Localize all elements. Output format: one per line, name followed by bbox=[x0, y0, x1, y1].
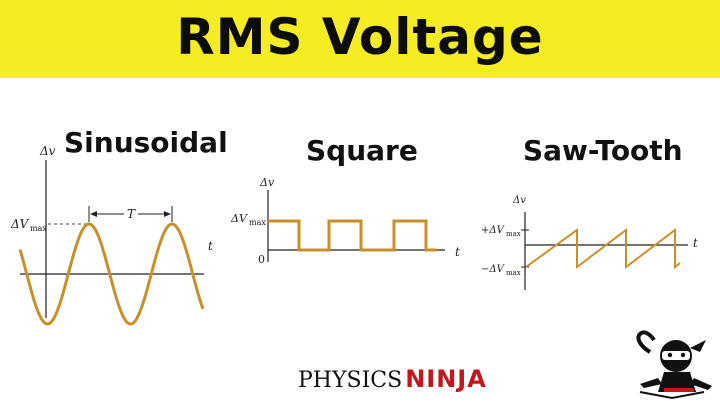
square-amplitude-sub: max bbox=[249, 218, 266, 227]
square-origin-label: 0 bbox=[258, 253, 265, 266]
sinusoidal-graph: Δv t ΔV max T bbox=[10, 144, 213, 326]
saw-neg-label: −ΔV bbox=[481, 264, 506, 275]
saw-t-label: t bbox=[693, 236, 698, 250]
square-wave bbox=[268, 219, 437, 252]
title-banner: RMS Voltage bbox=[0, 0, 720, 78]
sine-amplitude-sub: max bbox=[30, 224, 47, 233]
square-y-label: Δv bbox=[259, 176, 275, 189]
page-title: RMS Voltage bbox=[176, 8, 544, 66]
sawtooth-graph: Δv t +ΔV max −ΔV max bbox=[481, 195, 698, 290]
sawtooth-wave bbox=[525, 227, 681, 270]
square-graph: Δv t ΔV max 0 bbox=[230, 176, 460, 266]
square-title: Square bbox=[306, 134, 418, 167]
sinusoidal-title: Sinusoidal bbox=[64, 126, 228, 159]
sine-period-label: T bbox=[127, 207, 136, 221]
saw-y-label: Δv bbox=[512, 195, 526, 206]
sawtooth-title: Saw-Tooth bbox=[523, 134, 683, 167]
sine-y-label: Δv bbox=[39, 144, 56, 158]
sine-amplitude-label: ΔV bbox=[10, 217, 30, 231]
sine-period-arrow-left bbox=[90, 211, 97, 217]
sine-wave bbox=[18, 222, 205, 326]
logo-word-physics: PHYSICS bbox=[298, 368, 403, 393]
saw-pos-sub: max bbox=[506, 230, 521, 238]
physics-ninja-logo: PHYSICS NINJA bbox=[298, 365, 487, 393]
saw-neg-sub: max bbox=[506, 269, 521, 277]
logo-word-ninja: NINJA bbox=[405, 365, 487, 393]
square-amplitude-label: ΔV bbox=[230, 212, 248, 225]
ninja-mascot-icon bbox=[636, 330, 712, 400]
saw-pos-label: +ΔV bbox=[481, 225, 506, 236]
sine-t-label: t bbox=[208, 239, 213, 253]
square-t-label: t bbox=[455, 245, 460, 259]
